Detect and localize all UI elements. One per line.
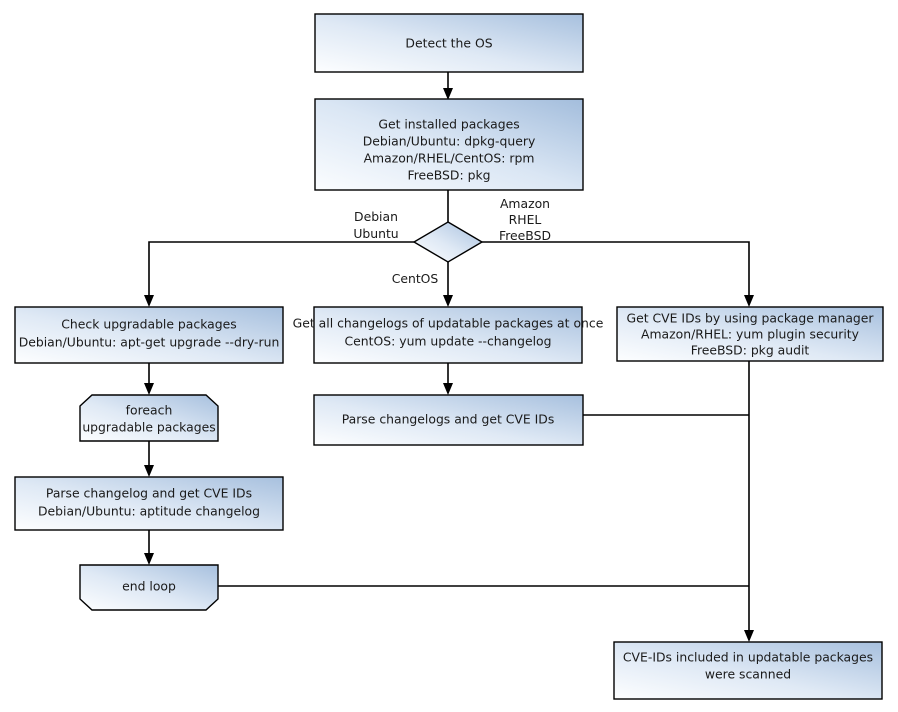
arrowhead-spine-to-final (744, 630, 754, 642)
node-get-installed-packages-shape (314, 98, 584, 191)
node-scan-complete-shape (613, 641, 883, 700)
arrowhead-right-branch (744, 295, 754, 307)
node-get-cve-ids-package-manager-line-2: FreeBSD: pkg audit (691, 343, 810, 358)
node-detect-os-line-0: Detect the OS (405, 36, 492, 51)
node-end-loop-line-0: end loop (122, 579, 176, 594)
node-detect-os[interactable]: Detect the OS (314, 13, 584, 73)
node-get-cve-ids-package-manager-line-1: Amazon/RHEL: yum plugin security (641, 327, 859, 342)
node-check-upgradable-packages-line-1: Debian/Ubuntu: apt-get upgrade --dry-run (19, 335, 280, 350)
node-end-loop[interactable]: end loop (79, 564, 219, 611)
node-end-loop-shape (79, 564, 219, 611)
node-scan-complete-line-0: CVE-IDs included in updatable packages (623, 650, 873, 665)
node-foreach-upgradable-packages-line-1: upgradable packages (82, 420, 215, 435)
node-check-upgradable-packages[interactable]: Check upgradable packages Debian/Ubuntu:… (14, 306, 284, 364)
arrowhead-foreach-to-parse (144, 465, 154, 477)
arrowhead-down-branch (443, 295, 453, 307)
arrowhead-parse-to-endloop (144, 553, 154, 565)
node-foreach-upgradable-packages-shape (79, 394, 219, 442)
node-get-installed-packages-line-2: Amazon/RHEL/CentOS: rpm (364, 151, 535, 166)
edge-label-down-branch: CentOS (392, 271, 439, 286)
node-check-upgradable-packages-line-0: Check upgradable packages (61, 317, 236, 332)
node-parse-changelogs-middle-shape (313, 394, 584, 446)
node-os-decision-shape (412, 221, 484, 263)
edge-decision-left-branch (148, 241, 414, 300)
node-get-all-changelogs-line-1: CentOS: yum update --changelog (345, 334, 552, 349)
arrowhead-changelogs-to-parse (443, 383, 453, 395)
node-parse-changelog-left-shape (14, 476, 284, 531)
node-detect-os-shape (314, 13, 584, 73)
node-get-all-changelogs-shape (313, 306, 583, 364)
node-parse-changelog-left-line-0: Parse changelog and get CVE IDs (46, 486, 252, 501)
arrowhead-left-branch (144, 295, 154, 307)
edge-decision-right-branch (482, 241, 750, 300)
node-parse-changelog-left[interactable]: Parse changelog and get CVE IDs Debian/U… (14, 476, 284, 531)
arrowhead-detect-to-packages (443, 88, 453, 100)
node-get-installed-packages-line-1: Debian/Ubuntu: dpkg-query (363, 134, 536, 149)
edge-label-right-branch-line-1: RHEL (509, 212, 542, 227)
edge-label-down-branch-line-0: CentOS (392, 271, 439, 286)
edge-label-right-branch-line-0: Amazon (500, 196, 550, 211)
node-get-cve-ids-package-manager-line-0: Get CVE IDs by using package manager (627, 311, 875, 326)
node-get-cve-ids-package-manager[interactable]: Get CVE IDs by using package manager Ama… (616, 306, 884, 362)
node-get-installed-packages-line-0: Get installed packages (378, 117, 519, 132)
arrowhead-check-to-foreach (144, 383, 154, 395)
node-parse-changelog-left-line-1: Debian/Ubuntu: aptitude changelog (38, 504, 260, 519)
edge-label-right-branch-line-2: FreeBSD (499, 228, 551, 243)
node-get-all-changelogs-line-0: Get all changelogs of updatable packages… (293, 316, 604, 331)
edge-label-left-branch-line-1: Ubuntu (353, 226, 398, 241)
node-get-all-changelogs[interactable]: Get all changelogs of updatable packages… (293, 306, 604, 364)
edge-label-left-branch: Debian Ubuntu (353, 209, 398, 241)
node-scan-complete[interactable]: CVE-IDs included in updatable packages w… (613, 641, 883, 700)
node-get-installed-packages[interactable]: Get installed packages Debian/Ubuntu: dp… (314, 98, 584, 191)
node-parse-changelogs-middle-line-0: Parse changelogs and get CVE IDs (342, 412, 555, 427)
node-foreach-upgradable-packages-line-0: foreach (126, 403, 173, 418)
node-parse-changelogs-middle[interactable]: Parse changelogs and get CVE IDs (313, 394, 584, 446)
node-foreach-upgradable-packages[interactable]: foreach upgradable packages (79, 394, 219, 442)
edge-label-left-branch-line-0: Debian (354, 209, 398, 224)
node-scan-complete-line-1: were scanned (705, 667, 791, 682)
node-os-decision[interactable] (412, 221, 484, 263)
node-get-cve-ids-package-manager-shape (616, 306, 884, 362)
node-get-installed-packages-line-3: FreeBSD: pkg (407, 168, 490, 183)
edge-label-right-branch: Amazon RHEL FreeBSD (499, 196, 551, 243)
node-check-upgradable-packages-shape (14, 306, 284, 364)
connector-layer (144, 72, 754, 642)
